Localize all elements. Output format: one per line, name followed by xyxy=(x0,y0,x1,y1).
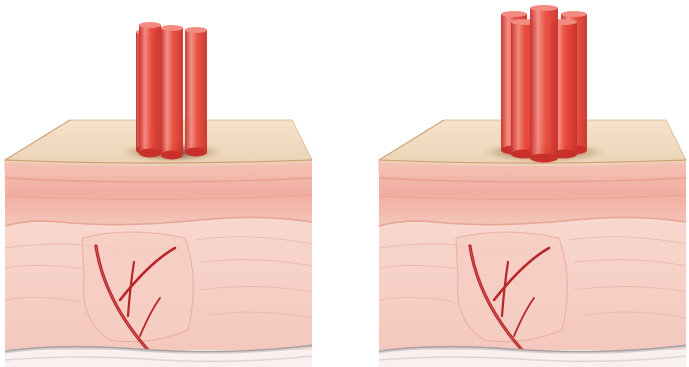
rod-body xyxy=(530,8,558,158)
laser-rod-5 xyxy=(530,5,558,163)
rod-top xyxy=(501,11,527,17)
laser-rod-3 xyxy=(139,22,161,158)
rod-top xyxy=(530,5,558,11)
rod-top xyxy=(561,11,587,17)
rod-end xyxy=(161,151,183,160)
rod-body xyxy=(185,30,207,152)
rod-end xyxy=(139,149,161,158)
rod-body xyxy=(161,28,183,155)
laser-rod-4 xyxy=(161,25,183,160)
laser-rod-2 xyxy=(185,27,207,157)
laser-beam-left xyxy=(122,22,222,162)
rod-top xyxy=(161,25,183,31)
epidermis-layer xyxy=(5,162,312,226)
rod-end xyxy=(185,148,207,157)
vascular-lobule xyxy=(456,232,567,342)
rod-body xyxy=(139,25,161,153)
rod-top xyxy=(185,27,207,33)
vascular-lobule xyxy=(82,232,193,342)
epidermis-layer xyxy=(379,162,686,226)
rod-top xyxy=(139,22,161,28)
rod-end xyxy=(530,154,558,163)
